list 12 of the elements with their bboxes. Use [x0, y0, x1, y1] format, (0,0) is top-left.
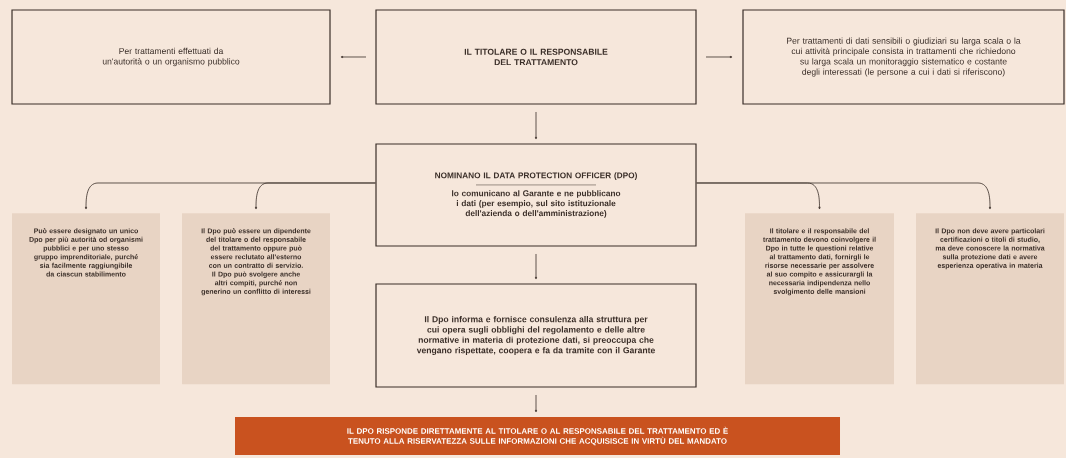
condition-box: Per trattamenti di dati sensibili o giudiziari su larga scala o la cui attività principale consista in trattamenti che richiedono su larga scala un monitoraggio sistematico e costante degli interessati (le persone a cui i dati si riferiscono) [742, 9, 1065, 105]
arrow [340, 55, 367, 59]
process-box: IL TITOLARE O IL RESPONSABILE DEL TRATTAMENTO [375, 9, 697, 105]
arrow [534, 253, 538, 280]
arrow [534, 111, 538, 140]
process-box: Il Dpo informa e fornisce consulenza alla struttura per cui opera sugli obblighi del regolamento e delle altre normative in materia di protezione dati, si preoccupa che vengano rispettate, coopera e fa da tramite con il Garante [375, 283, 697, 388]
arrow [534, 394, 538, 413]
process-box: NOMINANO IL DATA PROTECTION OFFICER (DPO) lo comunicano al Garante e ne pubblicano i dati (per esempio, sul sito istituzionale dell'azienda o dell'amministrazione) [375, 143, 697, 247]
arrow [254, 182, 376, 210]
arrow [705, 55, 733, 59]
condition-box: Per trattamenti effettuati da un'autorità o un organismo pubblico [11, 9, 331, 105]
arrow [696, 182, 992, 210]
